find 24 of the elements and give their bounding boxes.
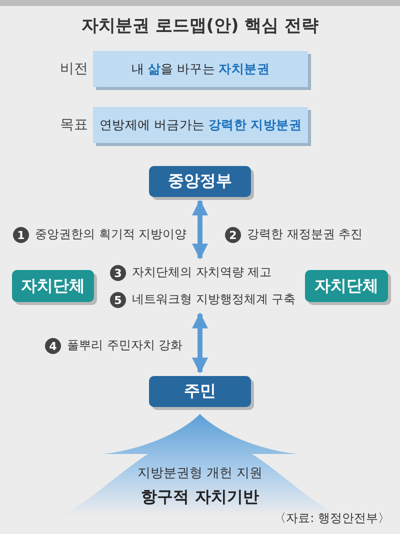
- row-heading: 비전: [60, 60, 88, 78]
- source-note: 〈자료: 행정안전부〉: [274, 510, 390, 527]
- number-circle: 3: [110, 265, 126, 281]
- actor-box: 주민: [149, 376, 251, 407]
- number-circle: 4: [45, 338, 61, 354]
- statement-box: 내 삶을 바꾸는 자치분권: [93, 51, 308, 87]
- strategy-text: 강력한 재정분권 추진: [247, 226, 363, 243]
- row-heading: 목표: [60, 116, 88, 134]
- strategy-text: 자치단체의 자치역량 제고: [132, 264, 272, 281]
- strategy-text: 네트워크형 지방행정체계 구축: [132, 291, 296, 308]
- statement-box: 연방제에 버금가는 강력한 지방분권: [93, 107, 308, 143]
- support-text: 지방분권형 개헌 지원: [136, 465, 264, 482]
- title: 자치분권 로드맵(안) 핵심 전략: [80, 15, 320, 37]
- actor-box: 자치단체: [305, 270, 388, 302]
- number-circle: 5: [110, 292, 126, 308]
- double-arrow: [192, 312, 208, 374]
- actor-box: 자치단체: [12, 270, 94, 302]
- double-arrow: [192, 199, 208, 260]
- foundation-text: 항구적 자치기반: [140, 487, 260, 508]
- strategy-text: 풀뿌리 주민자치 강화: [67, 337, 183, 354]
- actor-box: 중앙정부: [149, 166, 251, 197]
- number-circle: 1: [13, 227, 29, 243]
- number-circle: 2: [225, 227, 241, 243]
- strategy-text: 중앙권한의 획기적 지방이양: [35, 226, 187, 243]
